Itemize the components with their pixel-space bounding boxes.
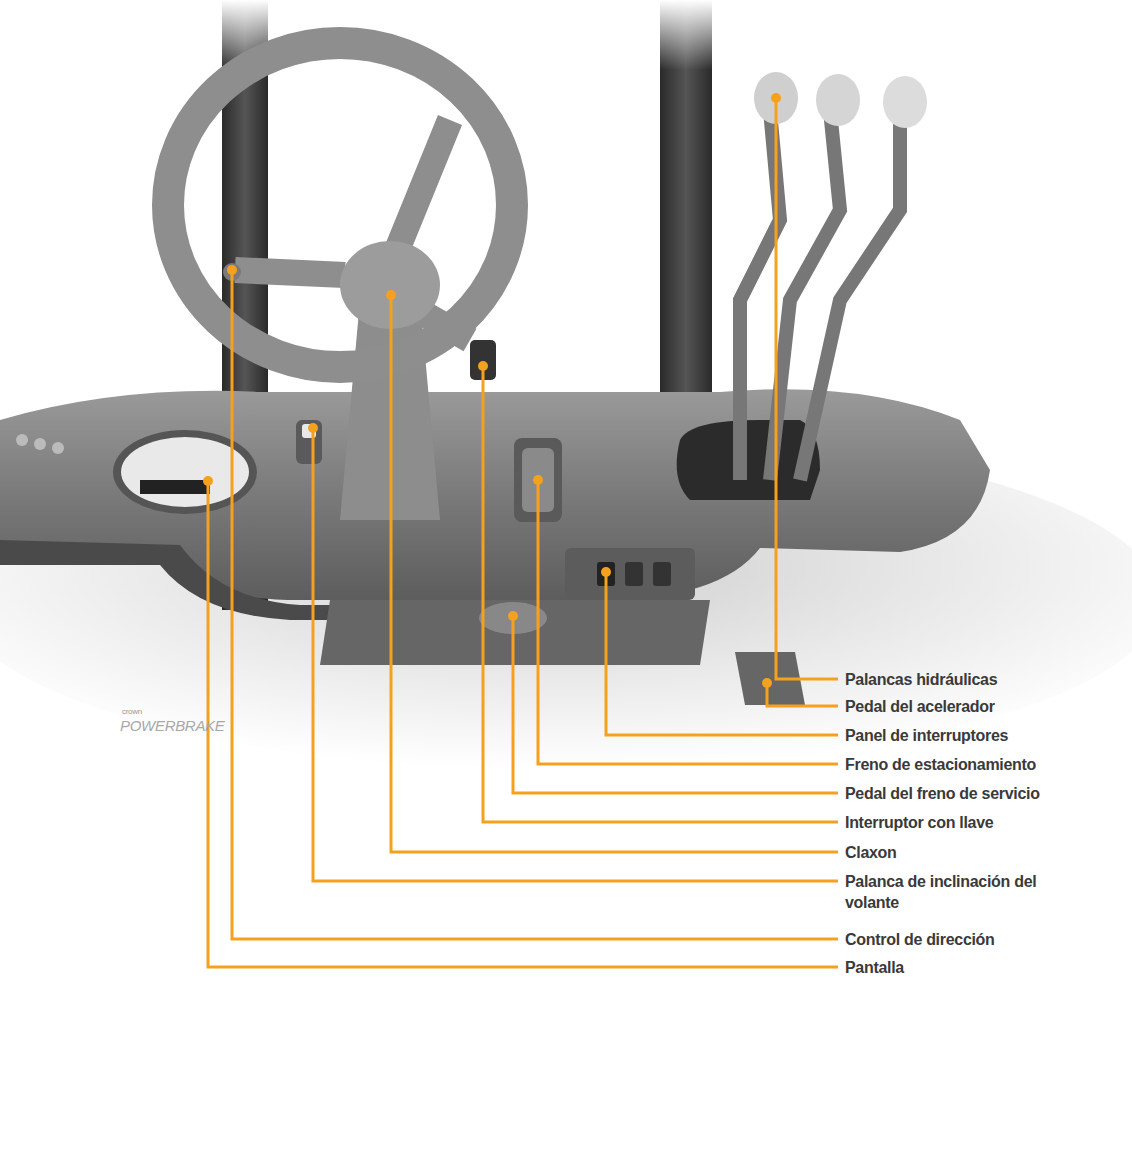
brand-text: POWERBRAKE bbox=[120, 716, 225, 735]
leader-line bbox=[767, 683, 838, 706]
leader-line bbox=[483, 366, 838, 822]
switch bbox=[625, 562, 643, 586]
leader-line bbox=[313, 428, 838, 881]
switch-panel bbox=[565, 548, 695, 600]
leader-dot bbox=[386, 290, 396, 300]
part-label: Claxon bbox=[845, 842, 897, 863]
button bbox=[16, 434, 28, 446]
leader-dots bbox=[203, 93, 781, 688]
part-label: Pedal del freno de servicio bbox=[845, 783, 1040, 804]
button bbox=[34, 438, 46, 450]
lever-knob bbox=[883, 76, 927, 128]
display-screen bbox=[121, 437, 249, 507]
leader-line bbox=[606, 572, 838, 735]
hydraulic-lever bbox=[800, 110, 900, 480]
dashboard bbox=[0, 389, 990, 600]
part-label: Palancas hidráulicas bbox=[845, 669, 997, 690]
display-bezel bbox=[113, 430, 257, 514]
leader-dot bbox=[508, 611, 518, 621]
leader-line bbox=[776, 98, 838, 679]
leader-line bbox=[513, 616, 838, 793]
brand-text: crown bbox=[122, 706, 142, 718]
button bbox=[52, 442, 64, 454]
leader-dot bbox=[601, 567, 611, 577]
leader-dot bbox=[203, 476, 213, 486]
leader-line bbox=[232, 270, 838, 939]
display-lcd bbox=[140, 480, 210, 494]
part-label: Control de dirección bbox=[845, 929, 995, 950]
leader-dot bbox=[762, 678, 772, 688]
leader-dot bbox=[227, 265, 237, 275]
lever-knob bbox=[816, 74, 860, 126]
hydraulic-lever bbox=[770, 110, 840, 480]
leader-line bbox=[208, 481, 838, 967]
tilt-lever-housing bbox=[296, 420, 322, 464]
part-label: Palanca de inclinación del volante bbox=[845, 871, 1075, 913]
part-label: Freno de estacionamiento bbox=[845, 754, 1036, 775]
part-label: Pantalla bbox=[845, 957, 904, 978]
part-label: Pedal del acelerador bbox=[845, 696, 995, 717]
leader-line bbox=[538, 480, 838, 764]
switch bbox=[653, 562, 671, 586]
leader-lines bbox=[208, 98, 838, 967]
fade bbox=[0, 0, 1132, 70]
steering-wheel bbox=[168, 43, 512, 367]
leader-dot bbox=[533, 475, 543, 485]
leader-line bbox=[391, 295, 838, 852]
part-label: Interruptor con llave bbox=[845, 812, 993, 833]
brand-area bbox=[120, 705, 290, 745]
wheel-spokes bbox=[235, 120, 470, 340]
part-label: Panel de interruptores bbox=[845, 725, 1008, 746]
leader-dot bbox=[771, 93, 781, 103]
brake-pedal bbox=[320, 600, 710, 665]
leader-dot bbox=[308, 423, 318, 433]
leader-dot bbox=[478, 361, 488, 371]
